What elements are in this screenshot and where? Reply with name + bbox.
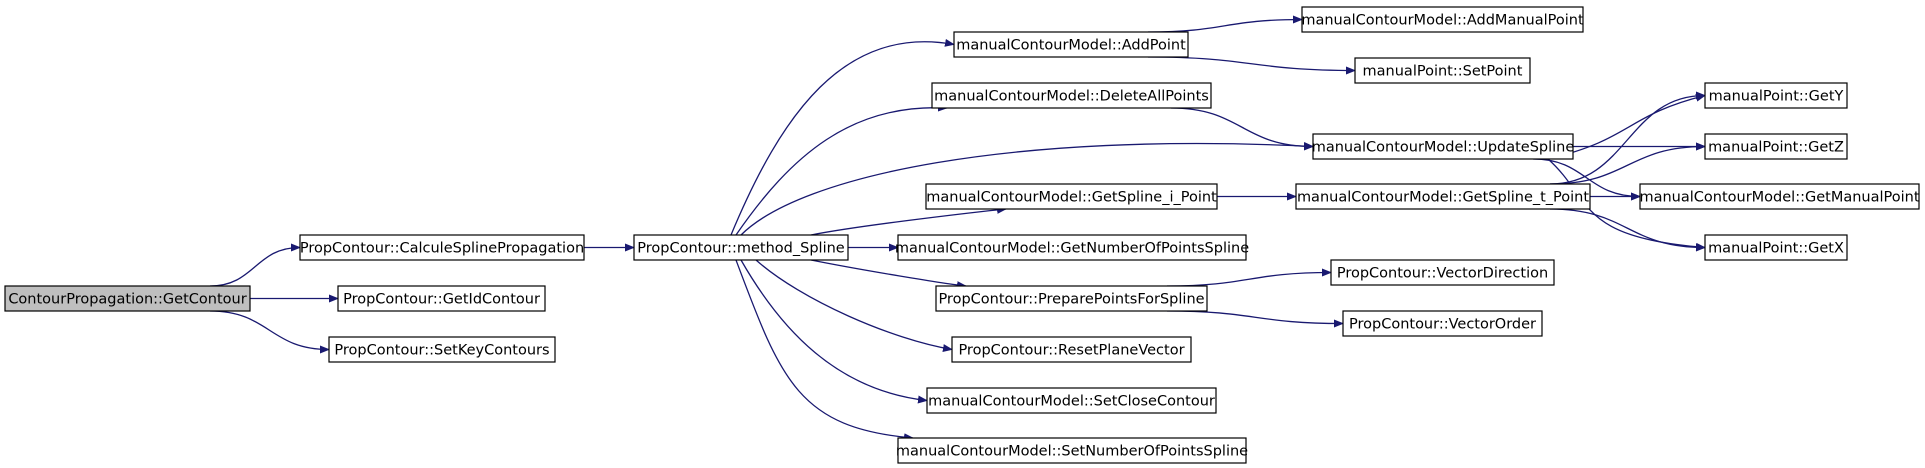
node-label: PropContour::VectorDirection bbox=[1337, 266, 1548, 282]
node-label: manualContourModel::GetNumberOfPointsSpl… bbox=[895, 241, 1249, 257]
node-gety[interactable]: manualPoint::GetY bbox=[1704, 82, 1848, 109]
node-label: manualPoint::SetPoint bbox=[1363, 64, 1523, 80]
node-box bbox=[1354, 57, 1531, 84]
edge-method-spline-to-getspline-i-point bbox=[810, 205, 1007, 236]
edges-layer bbox=[209, 15, 1706, 442]
node-box bbox=[1312, 133, 1574, 160]
node-box bbox=[1301, 6, 1584, 33]
node-box bbox=[931, 82, 1212, 109]
node-label: manualContourModel::GetSpline_t_Point bbox=[1297, 190, 1589, 206]
node-box bbox=[1639, 183, 1920, 210]
edge-getcontour-to-setkeycontours bbox=[209, 310, 330, 354]
node-label: PropContour::method_Spline bbox=[637, 241, 845, 257]
node-box bbox=[1342, 310, 1543, 337]
edge-getspline-t-point-to-getx bbox=[1549, 208, 1706, 252]
node-box bbox=[925, 183, 1218, 210]
edge-method-spline-to-addpoint bbox=[730, 38, 955, 236]
node-label: PropContour::CalculeSplinePropagation bbox=[300, 241, 584, 257]
node-label: PropContour::PreparePointsForSpline bbox=[938, 292, 1204, 308]
node-getmanualpoint[interactable]: manualContourModel::GetManualPoint bbox=[1639, 183, 1920, 210]
node-box bbox=[1704, 234, 1848, 261]
node-label: manualPoint::GetZ bbox=[1708, 140, 1844, 156]
node-vectororder[interactable]: PropContour::VectorOrder bbox=[1342, 310, 1543, 337]
node-getcontour[interactable]: ContourPropagation::GetContour bbox=[4, 285, 251, 312]
node-setpoint[interactable]: manualPoint::SetPoint bbox=[1354, 57, 1531, 84]
edge-deleteallpoints-to-updatespline bbox=[1170, 107, 1314, 151]
node-getidcontour[interactable]: PropContour::GetIdContour bbox=[337, 285, 546, 312]
node-label: manualPoint::GetY bbox=[1709, 89, 1844, 105]
node-box bbox=[4, 285, 251, 312]
node-getz[interactable]: manualPoint::GetZ bbox=[1704, 133, 1848, 160]
node-setnumberofpointsspline[interactable]: manualContourModel::SetNumberOfPointsSpl… bbox=[896, 437, 1248, 464]
node-box bbox=[328, 336, 556, 363]
node-box bbox=[1330, 259, 1555, 286]
node-label: manualPoint::GetX bbox=[1708, 241, 1844, 257]
node-addpoint[interactable]: manualContourModel::AddPoint bbox=[953, 31, 1189, 58]
node-label: manualContourModel::AddPoint bbox=[956, 38, 1186, 54]
node-box bbox=[633, 234, 849, 261]
node-resetplanevector[interactable]: PropContour::ResetPlaneVector bbox=[951, 336, 1192, 363]
node-label: manualContourModel::SetCloseContour bbox=[928, 394, 1215, 410]
edge-preparepointsforspline-to-vectororder bbox=[1166, 310, 1344, 328]
node-setkeycontours[interactable]: PropContour::SetKeyContours bbox=[328, 336, 556, 363]
node-box bbox=[953, 31, 1189, 58]
node-box bbox=[897, 437, 1247, 464]
node-label: ContourPropagation::GetContour bbox=[8, 292, 246, 308]
node-calculesplinepropagation[interactable]: PropContour::CalculeSplinePropagation bbox=[299, 234, 585, 261]
node-setclosecontour[interactable]: manualContourModel::SetCloseContour bbox=[926, 387, 1217, 414]
edge-updatespline-to-gety bbox=[1547, 93, 1706, 160]
edge-addpoint-to-setpoint bbox=[1147, 56, 1356, 75]
edge-addpoint-to-addmanualpoint bbox=[1147, 15, 1303, 33]
node-vectordirection[interactable]: PropContour::VectorDirection bbox=[1330, 259, 1555, 286]
edge-method-spline-to-deleteallpoints bbox=[735, 103, 948, 236]
edge-method-spline-to-setclosecontour bbox=[740, 259, 928, 404]
node-box bbox=[926, 387, 1217, 414]
edge-method-spline-to-preparepointsforspline bbox=[810, 259, 967, 290]
node-label: manualContourModel::UpdateSpline bbox=[1312, 140, 1575, 156]
node-label: manualContourModel::GetManualPoint bbox=[1639, 190, 1919, 206]
node-getspline-t-point[interactable]: manualContourModel::GetSpline_t_Point bbox=[1295, 183, 1591, 210]
node-box bbox=[1295, 183, 1591, 210]
edge-getspline-t-point-to-gety bbox=[1549, 91, 1706, 185]
node-box bbox=[1704, 133, 1848, 160]
node-label: PropContour::SetKeyContours bbox=[334, 343, 549, 359]
node-deleteallpoints[interactable]: manualContourModel::DeleteAllPoints bbox=[931, 82, 1212, 109]
edge-preparepointsforspline-to-vectordirection bbox=[1166, 268, 1332, 287]
node-preparepointsforspline[interactable]: PropContour::PreparePointsForSpline bbox=[935, 285, 1208, 312]
node-box bbox=[337, 285, 546, 312]
nodes-layer: ContourPropagation::GetContourPropContou… bbox=[4, 6, 1920, 464]
node-method-spline[interactable]: PropContour::method_Spline bbox=[633, 234, 849, 261]
node-label: PropContour::ResetPlaneVector bbox=[958, 343, 1184, 359]
node-label: PropContour::VectorOrder bbox=[1349, 317, 1536, 333]
node-label: PropContour::GetIdContour bbox=[343, 292, 540, 308]
edge-method-spline-to-setnumberofpointsspline bbox=[735, 259, 914, 442]
node-box bbox=[951, 336, 1192, 363]
node-box bbox=[1704, 82, 1848, 109]
node-box bbox=[897, 234, 1247, 261]
node-label: manualContourModel::SetNumberOfPointsSpl… bbox=[896, 444, 1248, 460]
node-label: manualContourModel::AddManualPoint bbox=[1301, 13, 1584, 29]
node-getspline-i-point[interactable]: manualContourModel::GetSpline_i_Point bbox=[925, 183, 1218, 210]
node-label: manualContourModel::DeleteAllPoints bbox=[934, 89, 1209, 105]
node-addmanualpoint[interactable]: manualContourModel::AddManualPoint bbox=[1301, 6, 1584, 33]
edge-method-spline-to-resetplanevector bbox=[755, 259, 953, 352]
edge-getspline-t-point-to-getz bbox=[1549, 142, 1706, 185]
node-box bbox=[299, 234, 585, 261]
edge-method-spline-to-updatespline bbox=[740, 142, 1314, 236]
node-box bbox=[935, 285, 1208, 312]
node-label: manualContourModel::GetSpline_i_Point bbox=[926, 190, 1217, 206]
node-updatespline[interactable]: manualContourModel::UpdateSpline bbox=[1312, 133, 1575, 160]
node-getx[interactable]: manualPoint::GetX bbox=[1704, 234, 1848, 261]
node-getnumberofpointsspline[interactable]: manualContourModel::GetNumberOfPointsSpl… bbox=[895, 234, 1249, 261]
edge-getcontour-to-calculesplinepropagation bbox=[209, 243, 301, 287]
